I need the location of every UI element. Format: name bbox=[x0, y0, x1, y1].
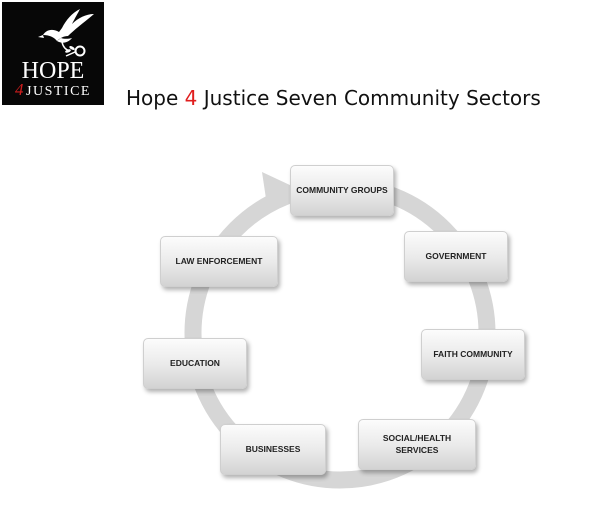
hope-4-justice-logo: HOPE 4JUSTICE bbox=[2, 2, 104, 105]
title-suffix: Justice Seven Community Sectors bbox=[197, 86, 541, 110]
title-accent-number: 4 bbox=[184, 86, 198, 110]
logo-justice-text: 4JUSTICE bbox=[2, 81, 104, 99]
logo-number-four: 4 bbox=[15, 80, 26, 99]
sector-businesses: BUSINESSES bbox=[220, 424, 326, 475]
sector-law-enforcement: LAW ENFORCEMENT bbox=[160, 236, 278, 287]
logo-hope-text: HOPE bbox=[21, 58, 85, 84]
dove-icon bbox=[38, 9, 94, 57]
sector-government: GOVERNMENT bbox=[404, 231, 508, 282]
sector-education: EDUCATION bbox=[143, 338, 247, 389]
sector-community-groups: COMMUNITY GROUPS bbox=[290, 165, 394, 216]
logo-justice-word: JUSTICE bbox=[26, 84, 91, 99]
title-prefix: Hope bbox=[126, 86, 185, 110]
page-title: Hope 4 Justice Seven Community Sectors bbox=[126, 86, 541, 110]
sector-social-health-services: SOCIAL/HEALTH SERVICES bbox=[358, 419, 476, 470]
sector-faith-community: FAITH COMMUNITY bbox=[421, 329, 525, 380]
